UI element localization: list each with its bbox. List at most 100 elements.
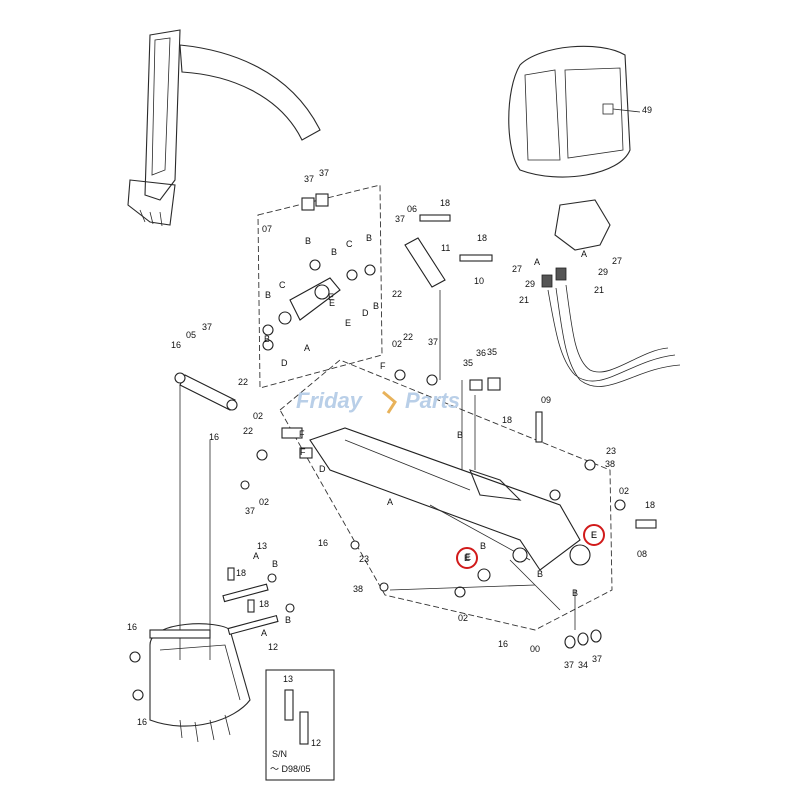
callout-label: E xyxy=(329,298,335,308)
callout-label: 21 xyxy=(519,295,529,305)
inset-pins xyxy=(284,689,309,745)
sn-inset-box xyxy=(265,669,335,781)
callout-label: 38 xyxy=(605,459,615,469)
callout-label: 10 xyxy=(474,276,484,286)
callout-label: B xyxy=(480,541,486,551)
callout-label: ～ D98/05 xyxy=(270,764,311,774)
callout-label: 37 xyxy=(564,660,574,670)
boom-arm-drawing xyxy=(127,29,321,227)
callout-label: C xyxy=(279,280,286,290)
callout-label: D xyxy=(362,308,369,318)
pins-bushings xyxy=(240,369,657,598)
callout-label: 12 xyxy=(311,738,321,748)
callout-label: B xyxy=(285,615,291,625)
callout-label: 21 xyxy=(594,285,604,295)
callout-label: B xyxy=(373,301,379,311)
link-assembly xyxy=(262,193,376,351)
callout-label: 16 xyxy=(209,432,219,442)
callout-label: B xyxy=(265,290,271,300)
callout-label: 07 xyxy=(262,224,272,234)
callout-label: 18 xyxy=(502,415,512,425)
callout-label: 16 xyxy=(137,717,147,727)
callout-label: 29 xyxy=(525,279,535,289)
callout-label: 27 xyxy=(512,264,522,274)
callout-label: 37 xyxy=(319,168,329,178)
callout-label: 37 xyxy=(202,322,212,332)
callout-label: A xyxy=(534,257,540,267)
callout-label: 13 xyxy=(283,674,293,684)
callout-label: 35 xyxy=(487,347,497,357)
callout-label: E xyxy=(465,552,471,562)
callout-label: 22 xyxy=(243,426,253,436)
callout-label: 37 xyxy=(245,506,255,516)
callout-label: 23 xyxy=(359,554,369,564)
callout-label: 16 xyxy=(318,538,328,548)
highlight-circle xyxy=(583,524,605,546)
callout-label: 22 xyxy=(238,377,248,387)
link-group-07-box xyxy=(257,184,383,389)
callout-label: 02 xyxy=(253,411,263,421)
callout-label: 18 xyxy=(236,568,246,578)
leader-lines xyxy=(179,290,561,660)
cab-drawing xyxy=(508,45,641,178)
callout-label: 37 xyxy=(428,337,438,347)
highlight-circle xyxy=(456,547,478,569)
callout-label: 22 xyxy=(403,332,413,342)
callout-label: D xyxy=(319,464,326,474)
callout-label: B xyxy=(366,233,372,243)
callout-label: 35 xyxy=(463,358,473,368)
callout-label: 12 xyxy=(268,642,278,652)
callout-label: 18 xyxy=(440,198,450,208)
callout-label: E xyxy=(591,530,597,540)
callout-label: E xyxy=(345,318,351,328)
callout-label: F xyxy=(380,361,386,371)
callout-label: 16 xyxy=(498,639,508,649)
callout-label: A xyxy=(304,343,310,353)
callout-label: 16 xyxy=(127,622,137,632)
callout-label: F xyxy=(299,429,305,439)
watermark-mark xyxy=(382,390,397,414)
callout-label: A xyxy=(387,497,393,507)
highlight-layer: EE xyxy=(456,524,605,569)
callout-label: 02 xyxy=(392,339,402,349)
callout-label: C xyxy=(346,239,353,249)
callout-label: 02 xyxy=(458,613,468,623)
bucket-pins xyxy=(222,567,295,636)
callout-label: A xyxy=(581,249,587,259)
callout-label: 08 xyxy=(637,549,647,559)
callout-label: B xyxy=(572,588,578,598)
callout-label: 37 xyxy=(304,174,314,184)
hydraulic-hoses xyxy=(541,199,681,387)
watermark: Friday Parts xyxy=(296,388,460,414)
callout-label: 02 xyxy=(259,497,269,507)
callout-label: 36 xyxy=(476,348,486,358)
callout-label: 34 xyxy=(578,660,588,670)
callout-label: B xyxy=(272,559,278,569)
callout-label: 05 xyxy=(186,330,196,340)
callout-label: B xyxy=(537,569,543,579)
callout-label: 18 xyxy=(477,233,487,243)
bucket-drawing xyxy=(129,623,251,743)
highlight-label: E xyxy=(591,530,597,540)
callout-label: B xyxy=(305,236,311,246)
callout-label: 02 xyxy=(619,486,629,496)
main-group-box xyxy=(279,359,613,631)
callout-label: A xyxy=(261,628,267,638)
callout-label: 00 xyxy=(530,644,540,654)
callout-label: S/N xyxy=(272,749,287,759)
callout-label: 22 xyxy=(392,289,402,299)
callout-label: 37 xyxy=(592,654,602,664)
callout-label: B xyxy=(264,334,270,344)
callout-label: 09 xyxy=(541,395,551,405)
callout-label: E xyxy=(328,292,334,302)
callout-label: 06 xyxy=(407,204,417,214)
highlight-label: E xyxy=(464,553,470,563)
callout-label: B xyxy=(457,430,463,440)
callout-label: A xyxy=(253,551,259,561)
callout-label: F xyxy=(300,447,306,457)
callout-label: 13 xyxy=(257,541,267,551)
main-arm-A xyxy=(309,427,591,571)
